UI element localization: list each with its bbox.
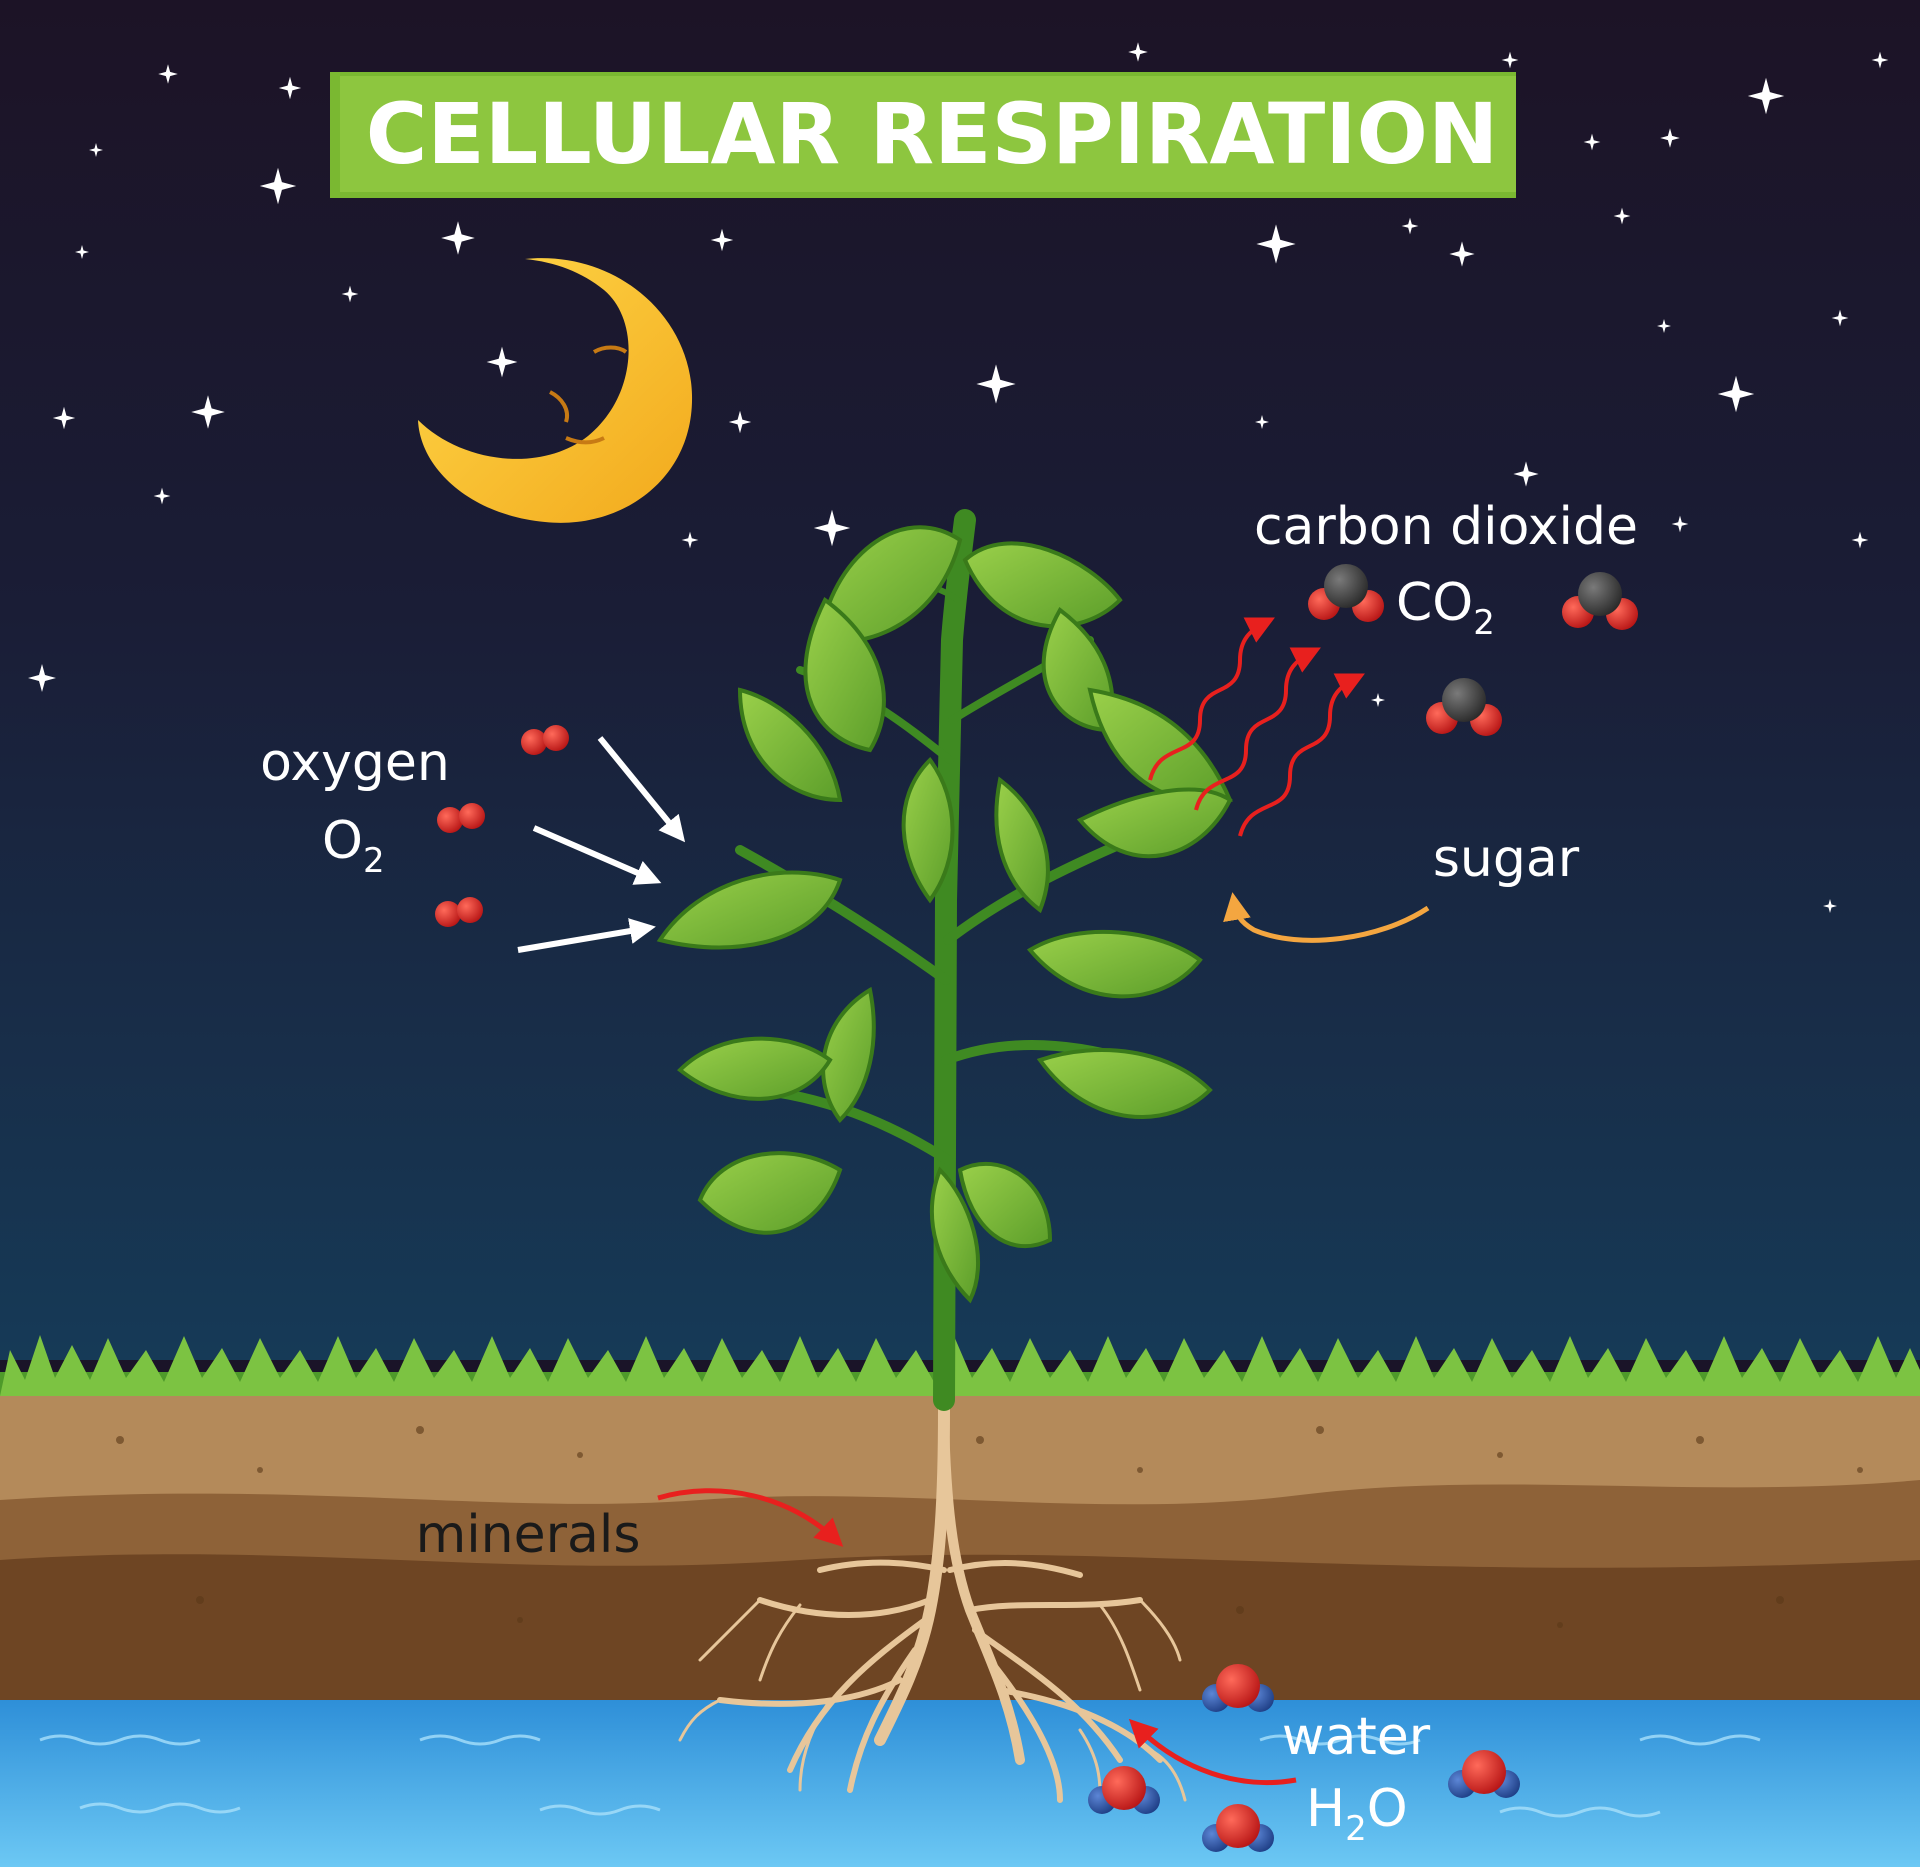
carbon-dioxide-label: carbon dioxide: [1254, 497, 1638, 557]
plant-leaves: [656, 525, 1233, 1304]
water-label: water: [1282, 1707, 1431, 1767]
leaf: [962, 541, 1123, 629]
oxygen-inflow-arrows: [517, 736, 686, 953]
page-title: CELLULAR RESPIRATION: [366, 85, 1499, 183]
water-arrow: [1128, 1718, 1297, 1785]
leaf: [957, 1161, 1053, 1249]
leaf: [821, 986, 876, 1124]
grass: [0, 1335, 1920, 1396]
leaf: [656, 870, 843, 950]
leaf: [930, 1166, 980, 1304]
sugar-label: sugar: [1433, 829, 1580, 889]
carbon-dioxide-formula: CO2: [1396, 573, 1495, 643]
sugar-arrow: [1223, 892, 1430, 943]
leaf: [677, 1036, 833, 1101]
leaf: [901, 756, 955, 904]
leaf: [1036, 1048, 1213, 1119]
groundwater: [0, 1700, 1920, 1867]
leaf: [803, 596, 886, 753]
soil: [0, 1390, 1920, 1710]
leaf: [1026, 929, 1203, 999]
leaf: [697, 1151, 843, 1235]
plant-roots: [678, 1404, 1187, 1803]
minerals-label: minerals: [416, 1505, 641, 1565]
title-banner: CELLULAR RESPIRATION: [330, 72, 1516, 198]
oxygen-formula: O2: [322, 811, 385, 881]
leaf: [737, 687, 843, 803]
water-formula: H2O: [1306, 1779, 1408, 1849]
moon-icon: [418, 258, 693, 523]
minerals-arrow: [657, 1488, 844, 1547]
co2-outflow-arrows: [1148, 617, 1365, 837]
labels: oxygen O2 carbon dioxide CO2 sugar miner…: [260, 497, 1638, 1849]
leaf: [1076, 787, 1233, 859]
oxygen-label: oxygen: [260, 733, 450, 793]
leaf: [994, 776, 1050, 914]
